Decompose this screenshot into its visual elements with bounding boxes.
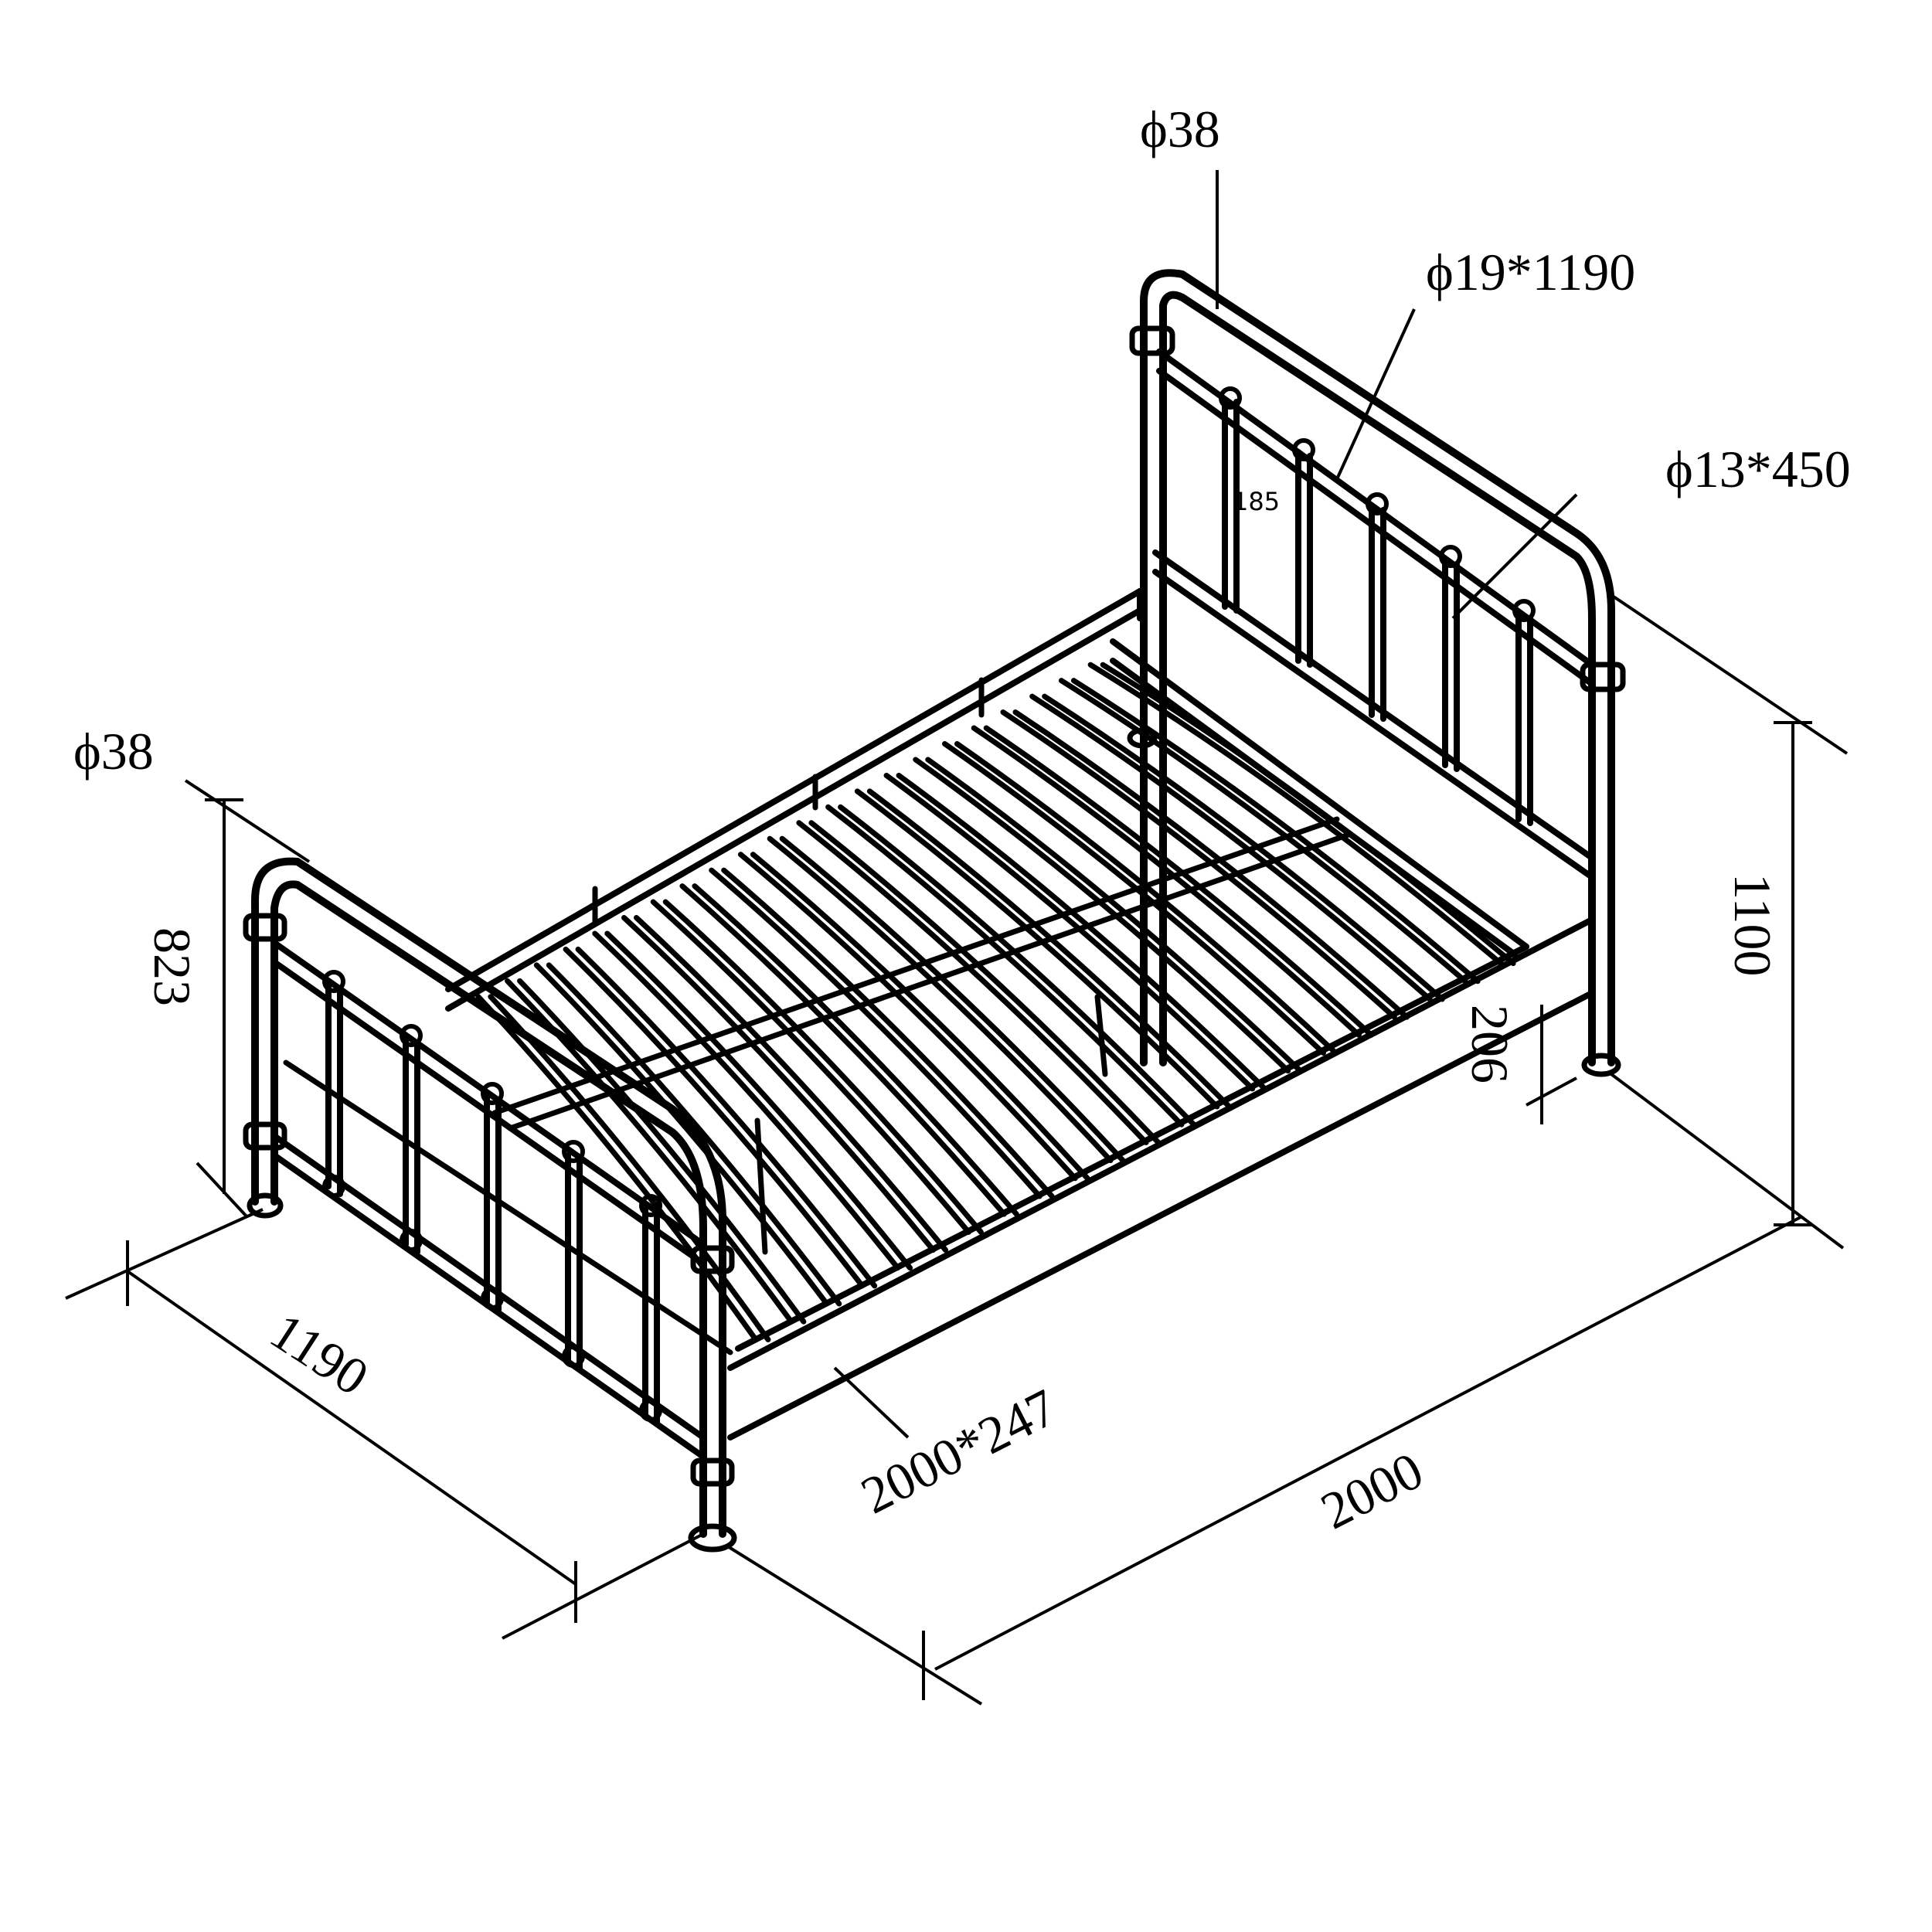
side-rail-front: [727, 917, 1595, 1371]
footboard-collar-low-right: [690, 1458, 735, 1487]
slat: [1070, 678, 1481, 985]
slat: [942, 741, 1326, 1056]
footboard-frame: [251, 857, 726, 1538]
footboard-spindles: [322, 970, 662, 1425]
slat: [737, 852, 1078, 1182]
slat: [808, 820, 1162, 1145]
slat: [883, 772, 1256, 1092]
slat: [563, 946, 866, 1289]
slat: [866, 788, 1233, 1110]
slat: [1000, 709, 1397, 1020]
footboard-foot-left: [247, 1192, 284, 1219]
side-rail-back-lower: [445, 607, 1143, 1012]
footboard-foot-right: [688, 1523, 737, 1553]
slat: [954, 741, 1338, 1056]
slat: [896, 772, 1268, 1092]
slat: [1012, 709, 1410, 1020]
slat: [662, 899, 984, 1235]
footboard-frame-inner: [270, 880, 707, 1538]
slat: [604, 930, 913, 1271]
label-width: 1190: [260, 1301, 379, 1406]
label-foot-height: 823: [143, 927, 202, 1006]
footboard-collar-low-left: [243, 1121, 287, 1151]
slat: [971, 725, 1362, 1038]
slats: [475, 662, 1516, 1342]
slat: [575, 946, 878, 1289]
slat: [721, 867, 1055, 1199]
headboard-collar-left: [1129, 325, 1175, 356]
slat: [692, 883, 1019, 1217]
slat: [621, 915, 936, 1253]
side-rail-back: [445, 588, 1143, 992]
slat: [913, 757, 1291, 1074]
dimension-lines: [65, 170, 1849, 1706]
slat: [709, 867, 1043, 1199]
headboard-frame: [1140, 269, 1615, 1066]
label-rail-height: 206: [1461, 1005, 1519, 1083]
slat: [1029, 693, 1433, 1002]
slat: [475, 994, 759, 1342]
slat: [634, 915, 948, 1253]
headboard-frame-inner: [1159, 291, 1596, 1066]
slat: [983, 725, 1374, 1038]
label-head-note: 185: [1233, 487, 1280, 516]
headboard-collar-right: [1580, 662, 1626, 692]
slat: [1058, 678, 1468, 985]
slat: [546, 962, 842, 1307]
label-foot-post: ϕ38: [73, 722, 154, 781]
slat: [767, 835, 1114, 1164]
slat: [1087, 662, 1504, 967]
label-head-height: 1100: [1723, 873, 1782, 976]
headboard: [1127, 269, 1626, 1077]
slat: [854, 788, 1220, 1110]
end-rail-head: [1110, 638, 1529, 950]
footboard-collar-top-left: [243, 913, 287, 942]
slat: [825, 804, 1185, 1128]
slat: [517, 978, 807, 1325]
slat: [592, 930, 901, 1271]
label-head-rail: ϕ19*1190: [1426, 243, 1635, 301]
headboard-mid-rail-lower: [1152, 569, 1595, 880]
slat: [533, 962, 830, 1307]
headboard-foot-right: [1581, 1053, 1621, 1077]
slat: [925, 757, 1304, 1074]
slat: [1042, 693, 1445, 1002]
footboard: [243, 857, 737, 1553]
slat: [838, 804, 1197, 1128]
slat: [679, 883, 1007, 1217]
footboard-top-rail: [271, 940, 706, 1247]
slat: [650, 899, 971, 1235]
side-rail-front-bottom: [727, 990, 1595, 1440]
label-head-post: ϕ38: [1140, 100, 1220, 158]
headboard-spindles: [1219, 386, 1536, 826]
slat: [779, 835, 1126, 1164]
slat: [750, 852, 1090, 1182]
footboard-collar-top-right: [690, 1245, 735, 1274]
slat: [796, 820, 1149, 1145]
label-side-rail: 2000*247: [852, 1377, 1066, 1525]
label-head-spindle: ϕ13*450: [1665, 440, 1851, 498]
slat: [1100, 662, 1516, 967]
label-length: 2000: [1311, 1440, 1432, 1540]
